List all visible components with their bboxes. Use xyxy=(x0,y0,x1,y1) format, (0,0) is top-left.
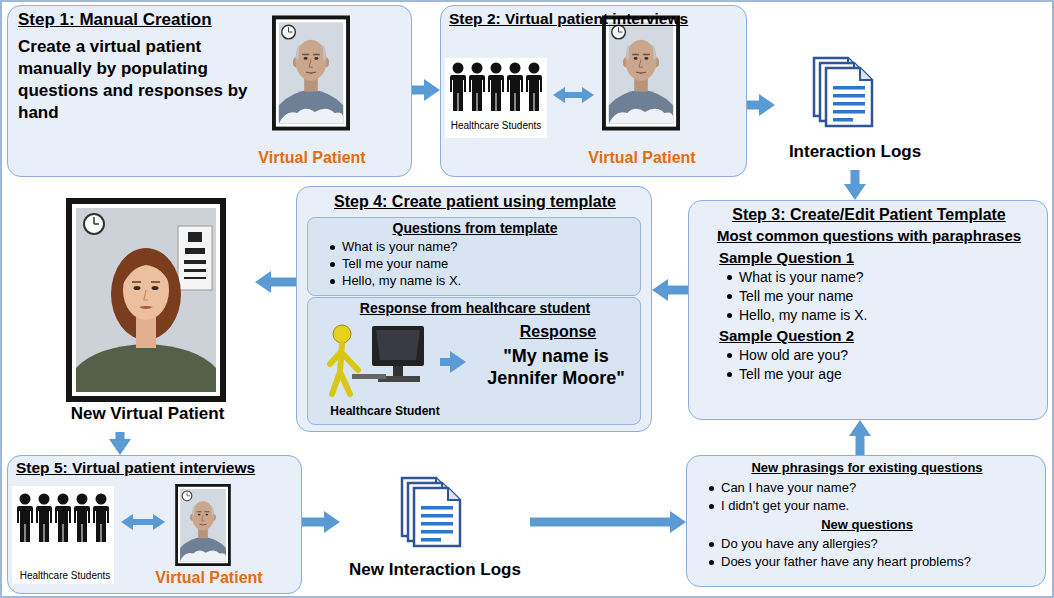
section-heading: Sample Question 1 xyxy=(719,249,1029,267)
step-title: Step 3: Create/Edit Patient Template xyxy=(697,205,1041,224)
step-title: Step 5: Virtual patient interviews xyxy=(16,459,299,478)
section-heading: Response from healthcare student xyxy=(314,300,636,317)
virtual-patient-portrait xyxy=(175,15,680,566)
bullet-item: What is your name? xyxy=(725,269,1025,286)
inner-box: Response from healthcare studentResponse… xyxy=(307,297,641,425)
student-at-computer xyxy=(330,325,450,394)
students-icon xyxy=(93,494,109,543)
two-way-arrow xyxy=(133,519,153,525)
bullet-item: Tell me your name xyxy=(328,256,628,272)
step-title: Step 2: Virtual patient interviews xyxy=(449,10,744,29)
student-at-computer xyxy=(333,325,351,343)
flow-arrow xyxy=(302,518,324,527)
students-icon xyxy=(12,486,114,584)
patient-label: Virtual Patient xyxy=(567,148,717,167)
box-fill xyxy=(7,455,302,594)
student-at-computer xyxy=(393,366,403,376)
student-at-computer xyxy=(352,374,386,379)
students-icon xyxy=(469,63,485,112)
step-box: Step 5: Virtual patient interviewsHealth… xyxy=(7,455,302,594)
patient-label: Virtual Patient xyxy=(237,148,387,167)
section-heading: Sample Question 2 xyxy=(719,327,1029,345)
students-icon xyxy=(17,494,33,543)
students-icon xyxy=(12,58,547,584)
students-icon xyxy=(36,494,52,543)
student-at-computer xyxy=(440,358,450,366)
bullet-item: Hello, my name is X. xyxy=(328,273,628,289)
student-at-computer xyxy=(376,330,420,360)
step-title: Step 4: Create patient using template xyxy=(305,192,645,211)
students-icon xyxy=(488,63,504,112)
logs-node: Interaction Logs xyxy=(775,50,935,170)
step-box: Step 3: Create/Edit Patient TemplateMost… xyxy=(688,200,1048,420)
inner-box: Questions from templateWhat is your name… xyxy=(307,217,641,296)
icon-caption: Healthcare Student xyxy=(310,404,460,418)
new-patient-portrait xyxy=(66,198,226,402)
step-box: Step 2: Virtual patient interviewsHealth… xyxy=(440,5,747,177)
flow-arrow xyxy=(412,86,424,95)
bullet-item: How old are you? xyxy=(725,347,1025,364)
step-box: New phrasings for existing questionsCan … xyxy=(686,455,1046,587)
step-title: Step 1: Manual Creation xyxy=(18,10,318,30)
box-fill xyxy=(440,5,747,177)
step-box: Step 1: Manual CreationCreate a virtual … xyxy=(7,5,412,177)
icon-caption: Healthcare Students xyxy=(444,120,548,132)
student-at-computer xyxy=(330,344,358,394)
two-way-arrow xyxy=(565,92,582,98)
step-description: Create a virtual patient manually by pop… xyxy=(18,36,268,124)
box-fill xyxy=(688,200,1048,420)
bullet-item: Tell me your name xyxy=(725,288,1025,305)
section-heading: New questions xyxy=(693,517,1041,533)
bullet-item: What is your name? xyxy=(328,239,628,255)
bullet-item: Tell me your age xyxy=(725,366,1025,383)
node-label: Interaction Logs xyxy=(775,142,935,162)
flow-arrow xyxy=(668,286,688,295)
box-fill xyxy=(686,455,1046,587)
virtual-patient-portrait xyxy=(602,15,680,130)
step-box: Step 4: Create patient using templateQue… xyxy=(296,186,652,432)
students-icon xyxy=(450,63,466,112)
bullet-item: Can I have your name? xyxy=(707,480,1037,496)
flow-arrow xyxy=(530,518,670,527)
response-heading: Response xyxy=(498,322,618,341)
box-fill xyxy=(307,297,641,425)
flow-arrow xyxy=(856,436,865,455)
logs-icon xyxy=(414,488,460,546)
flow-arrow xyxy=(116,432,125,439)
section-heading: New phrasings for existing questions xyxy=(693,460,1041,476)
bullet-item: Does your father have any heart problems… xyxy=(707,554,1037,570)
bullet-item: Do you have any allergies? xyxy=(707,536,1037,552)
flow-arrow xyxy=(851,170,860,184)
virtual-patient-portrait xyxy=(175,484,231,566)
flow-arrow xyxy=(271,278,296,287)
students-icon xyxy=(507,63,523,112)
response-quote: "My name is Jennifer Moore" xyxy=(474,346,638,389)
box-fill xyxy=(7,5,412,177)
bullet-item: Hello, my name is X. xyxy=(725,307,1025,324)
box-fill xyxy=(296,186,652,432)
students-icon xyxy=(74,494,90,543)
flow-arrow xyxy=(747,101,759,110)
students-icon xyxy=(55,494,71,543)
patient-label: Virtual Patient xyxy=(139,568,279,587)
node-label: New Interaction Logs xyxy=(340,560,530,580)
logs-node: New Interaction Logs xyxy=(340,470,530,588)
bullet-item: I didn't get your name. xyxy=(707,498,1037,514)
students-icon xyxy=(526,63,542,112)
virtual-patient-portrait xyxy=(272,15,350,130)
icon-caption: Healthcare Students xyxy=(13,570,117,582)
logs-icon xyxy=(826,68,872,126)
node-label: New Virtual Patient xyxy=(40,404,255,424)
section-heading: Questions from template xyxy=(314,220,636,237)
students-icon xyxy=(445,58,547,138)
section-heading: Most common questions with paraphrases xyxy=(697,227,1041,245)
box-fill xyxy=(307,217,641,296)
patient-node: New Virtual Patient xyxy=(40,198,255,432)
student-at-computer xyxy=(372,326,424,366)
